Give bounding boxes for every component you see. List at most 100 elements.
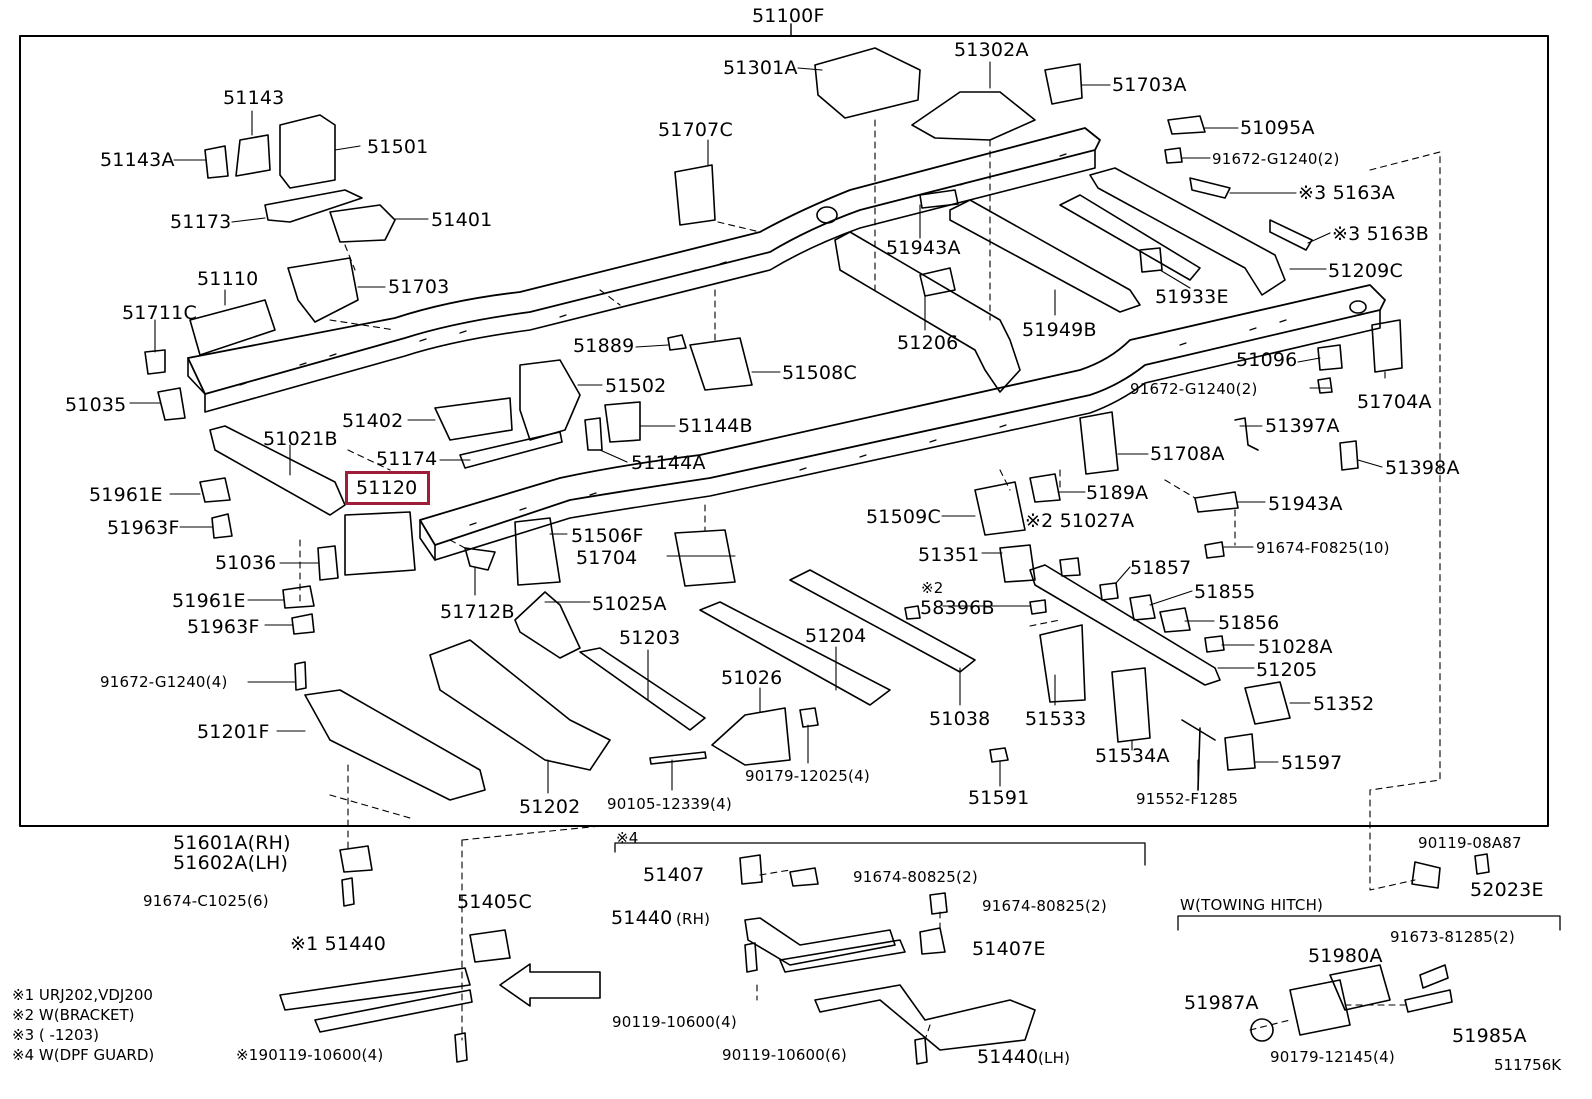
footnote-2: ※2 W(BRACKET) xyxy=(12,1006,135,1024)
label-51096[interactable]: 51096 xyxy=(1236,349,1298,371)
label-51026[interactable]: 51026 xyxy=(721,667,783,689)
footnote-1: ※1 URJ202,VDJ200 xyxy=(12,986,153,1004)
label-51402[interactable]: 51402 xyxy=(342,410,404,432)
label-91552-F1285[interactable]: 91552-F1285 xyxy=(1136,790,1239,808)
label-51961E-top[interactable]: 51961E xyxy=(89,484,163,506)
label-51352[interactable]: 51352 xyxy=(1313,693,1375,715)
label-90179-12145-4[interactable]: 90179-12145(4) xyxy=(1270,1048,1395,1066)
label-51591[interactable]: 51591 xyxy=(968,787,1030,809)
label-51205[interactable]: 51205 xyxy=(1256,659,1318,681)
label-51035[interactable]: 51035 xyxy=(65,394,127,416)
label-91672-G1240-2-top[interactable]: 91672-G1240(2) xyxy=(1212,150,1340,168)
label-51703A[interactable]: 51703A xyxy=(1112,74,1187,96)
label-58396B[interactable]: 58396B xyxy=(920,597,995,619)
label-51943A-mid[interactable]: 51943A xyxy=(1268,493,1343,515)
label-51143[interactable]: 51143 xyxy=(223,87,285,109)
label-51110[interactable]: 51110 xyxy=(197,268,259,290)
label-90179-12025-4[interactable]: 90179-12025(4) xyxy=(745,767,870,785)
label-5189A[interactable]: 5189A xyxy=(1086,482,1149,504)
label-51401[interactable]: 51401 xyxy=(431,209,493,231)
label-51708A[interactable]: 51708A xyxy=(1150,443,1225,465)
label-90119-10600-4-b[interactable]: ※190119-10600(4) xyxy=(236,1046,384,1064)
label-51987A[interactable]: 51987A xyxy=(1184,992,1259,1014)
label-51506F[interactable]: 51506F xyxy=(571,525,644,547)
label-51206[interactable]: 51206 xyxy=(897,332,959,354)
label-51025A[interactable]: 51025A xyxy=(592,593,667,615)
label-90119-08A87[interactable]: 90119-08A87 xyxy=(1418,834,1522,852)
label-51985A[interactable]: 51985A xyxy=(1452,1025,1527,1047)
label-51949B[interactable]: 51949B xyxy=(1022,319,1097,341)
label-51857[interactable]: 51857 xyxy=(1130,557,1192,579)
label-51711C[interactable]: 51711C xyxy=(122,302,197,324)
label-51038[interactable]: 51038 xyxy=(929,708,991,730)
label-91674-80825-2-b[interactable]: 91674-80825(2) xyxy=(982,897,1107,915)
label-51502[interactable]: 51502 xyxy=(605,375,667,397)
label-51027A[interactable]: ※2 51027A xyxy=(1025,510,1135,532)
label-51856[interactable]: 51856 xyxy=(1218,612,1280,634)
label-51963F-top[interactable]: 51963F xyxy=(107,517,180,539)
label-51144A[interactable]: 51144A xyxy=(631,452,706,474)
label-51202[interactable]: 51202 xyxy=(519,796,581,818)
label-51201F[interactable]: 51201F xyxy=(197,721,270,743)
label-91674-F0825-10[interactable]: 91674-F0825(10) xyxy=(1256,539,1390,557)
lower-parts xyxy=(279,845,1490,1065)
label-51144B[interactable]: 51144B xyxy=(678,415,753,437)
label-51203[interactable]: 51203 xyxy=(619,627,681,649)
label-51143A[interactable]: 51143A xyxy=(100,149,175,171)
dashed-lines xyxy=(299,119,1441,1041)
label-90119-10600-6[interactable]: 90119-10600(6) xyxy=(722,1046,847,1064)
label-51597[interactable]: 51597 xyxy=(1281,752,1343,774)
label-51174[interactable]: 51174 xyxy=(376,448,438,470)
label-51534A[interactable]: 51534A xyxy=(1095,745,1170,767)
label-51933E[interactable]: 51933E xyxy=(1155,286,1229,308)
label-51021B[interactable]: 51021B xyxy=(263,428,338,450)
label-91674-80825-2-a[interactable]: 91674-80825(2) xyxy=(853,868,978,886)
label-51301A[interactable]: 51301A xyxy=(723,57,798,79)
footnote-3: ※3 ( -1203) xyxy=(12,1026,99,1044)
label-51028A[interactable]: 51028A xyxy=(1258,636,1333,658)
label-51397A[interactable]: 51397A xyxy=(1265,415,1340,437)
label-5163A[interactable]: ※3 5163A xyxy=(1298,182,1395,204)
label-51351[interactable]: 51351 xyxy=(918,544,980,566)
label-51398A[interactable]: 51398A xyxy=(1385,457,1460,479)
label-51095A[interactable]: 51095A xyxy=(1240,117,1315,139)
label-51602A-lh[interactable]: 51602A(LH) xyxy=(173,852,289,874)
label-90119-10600-4-a[interactable]: 90119-10600(4) xyxy=(612,1013,737,1031)
label-51440-lh[interactable]: 51440 xyxy=(977,1046,1039,1068)
label-51704A[interactable]: 51704A xyxy=(1357,391,1432,413)
label-51961E-bot[interactable]: 51961E xyxy=(172,590,246,612)
label-51407[interactable]: 51407 xyxy=(643,864,705,886)
label-90105-12339-4[interactable]: 90105-12339(4) xyxy=(607,795,732,813)
label-51508C[interactable]: 51508C xyxy=(782,362,857,384)
label-51501[interactable]: 51501 xyxy=(367,136,429,158)
label-51980A[interactable]: 51980A xyxy=(1308,945,1383,967)
label-51440-note1[interactable]: ※1 51440 xyxy=(290,933,387,955)
label-51855[interactable]: 51855 xyxy=(1194,581,1256,603)
label-51440-rh[interactable]: 51440 xyxy=(611,907,673,929)
label-51509C[interactable]: 51509C xyxy=(866,506,941,528)
label-51703[interactable]: 51703 xyxy=(388,276,450,298)
label-51120[interactable]: 51120 xyxy=(356,477,418,499)
label-51173[interactable]: 51173 xyxy=(170,211,232,233)
label-51963F-bot[interactable]: 51963F xyxy=(187,616,260,638)
label-51204[interactable]: 51204 xyxy=(805,625,867,647)
label-51405C[interactable]: 51405C xyxy=(457,891,532,913)
label-51036[interactable]: 51036 xyxy=(215,552,277,574)
label-51943A-top[interactable]: 51943A xyxy=(886,237,961,259)
label-91672-G1240-2-mid[interactable]: 91672-G1240(2) xyxy=(1130,380,1258,398)
label-51209C[interactable]: 51209C xyxy=(1328,260,1403,282)
label-52023E[interactable]: 52023E xyxy=(1470,879,1544,901)
label-91674-C1025-6[interactable]: 91674-C1025(6) xyxy=(143,892,269,910)
label-51704[interactable]: 51704 xyxy=(576,547,638,569)
label-5163B[interactable]: ※3 5163B xyxy=(1332,223,1430,245)
label-51100F[interactable]: 51100F xyxy=(752,5,825,27)
label-51601A-rh[interactable]: 51601A(RH) xyxy=(173,832,291,854)
label-51302A[interactable]: 51302A xyxy=(954,39,1029,61)
label-51407E[interactable]: 51407E xyxy=(972,938,1046,960)
label-51533[interactable]: 51533 xyxy=(1025,708,1087,730)
label-51889[interactable]: 51889 xyxy=(573,335,635,357)
label-91672-G1240-4[interactable]: 91672-G1240(4) xyxy=(100,673,228,691)
label-91673-81285-2[interactable]: 91673-81285(2) xyxy=(1390,928,1515,946)
label-51707C[interactable]: 51707C xyxy=(658,119,733,141)
label-51712B[interactable]: 51712B xyxy=(440,601,515,623)
